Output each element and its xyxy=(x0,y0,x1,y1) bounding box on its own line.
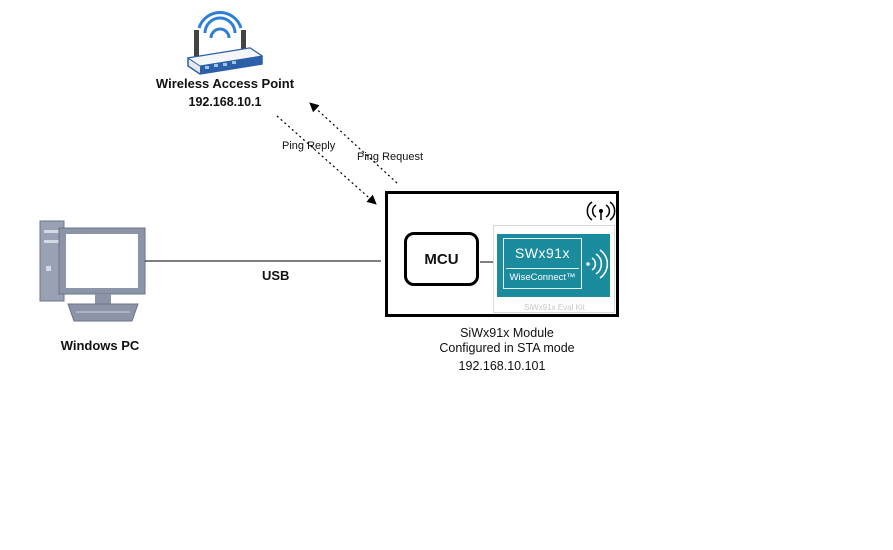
chip-name: SWx91x xyxy=(514,245,571,261)
chip-graphic xyxy=(497,234,610,297)
module-mode: Configured in STA mode xyxy=(439,341,575,355)
eval-kit-label: SiWx91x Eval Kit xyxy=(524,303,585,312)
ping-request-label: Ping Request xyxy=(357,151,424,163)
module-box xyxy=(385,191,619,317)
ping-reply-line xyxy=(276,115,377,205)
wireless-signal-icon xyxy=(586,201,616,221)
mcu-label: MCU xyxy=(424,250,459,268)
module-name: SiWx91x Module xyxy=(460,326,554,340)
access-point-ip: 192.168.10.1 xyxy=(188,95,262,109)
usb-label: USB xyxy=(262,268,290,283)
chip-divider xyxy=(506,268,579,269)
windows-pc-label: Windows PC xyxy=(60,338,140,353)
ping-reply-label: Ping Reply xyxy=(282,140,336,152)
module-ip: 192.168.10.101 xyxy=(458,359,546,373)
desktop-computer-icon xyxy=(39,220,146,322)
access-point-title: Wireless Access Point xyxy=(155,76,295,91)
mcu-box: MCU xyxy=(404,232,479,286)
chip-label-frame xyxy=(503,238,582,289)
wireless-router-icon xyxy=(186,11,264,75)
chip-subtitle: WiseConnect™ xyxy=(509,272,576,283)
